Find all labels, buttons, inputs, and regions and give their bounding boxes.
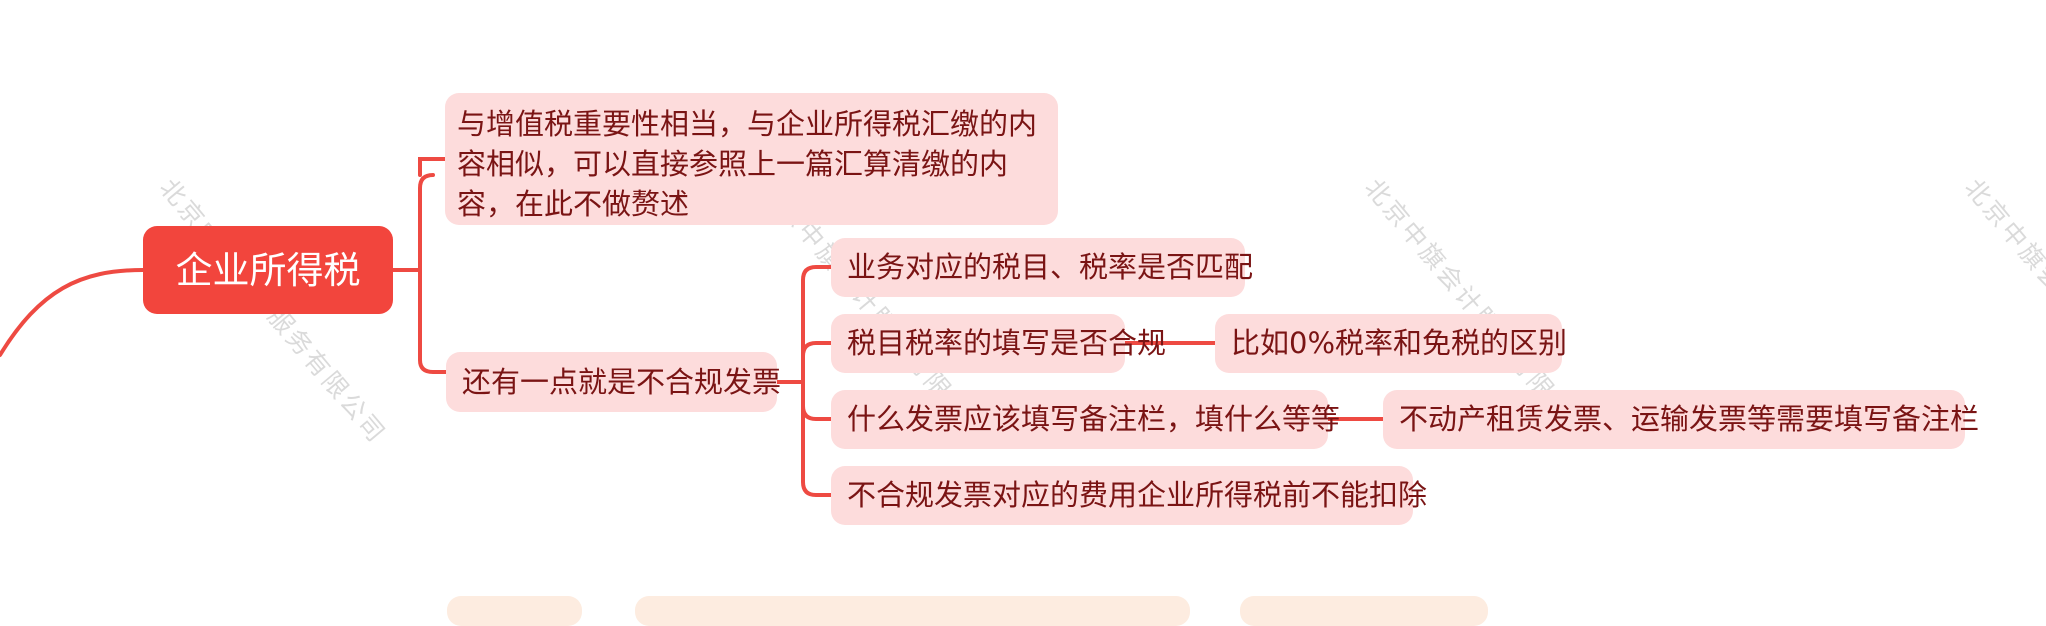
branch-node-summary[interactable]: 与增值税重要性相当，与企业所得税汇缴的内容相似，可以直接参照上一篇汇算清缴的内容… (445, 93, 1058, 225)
child-label: 什么发票应该填写备注栏，填什么等等 (847, 402, 1341, 436)
child-node-tax-item-match[interactable]: 业务对应的税目、税率是否匹配 (831, 238, 1253, 297)
root-incoming-connector (0, 268, 145, 357)
child-node-non-deductible[interactable]: 不合规发票对应的费用企业所得税前不能扣除 (831, 466, 1427, 525)
mindmap-canvas: 北京中旗会计服务有限公司 北京中旗会计服务有限公司 北京中旗会计服务有限公司 北… (0, 93, 2046, 626)
root-label: 企业所得税 (175, 248, 361, 292)
grandchild-node-remarks-examples[interactable]: 不动产租赁发票、运输发票等需要填写备注栏 (1383, 390, 1979, 449)
next-section-node[interactable] (635, 596, 1190, 626)
next-section-node[interactable] (447, 596, 582, 626)
child-label: 不合规发票对应的费用企业所得税前不能扣除 (847, 478, 1428, 512)
branch-label: 与增值税重要性相当，与企业所得税汇缴的内容相似，可以直接参照上一篇汇算清缴的内容… (457, 107, 1038, 221)
grandchild-label: 不动产租赁发票、运输发票等需要填写备注栏 (1399, 402, 1980, 436)
branch-node-noncompliant-invoices[interactable]: 还有一点就是不合规发票 (446, 352, 781, 412)
child-label: 业务对应的税目、税率是否匹配 (847, 250, 1254, 284)
grandchild-label: 比如0%税率和免税的区别 (1231, 326, 1568, 360)
child-node-remarks-column[interactable]: 什么发票应该填写备注栏，填什么等等 (831, 390, 1340, 449)
child-label: 税目税率的填写是否合规 (847, 326, 1167, 360)
root-node[interactable]: 企业所得税 (143, 226, 393, 314)
child-node-tax-rate-filling[interactable]: 税目税率的填写是否合规 (831, 314, 1166, 373)
branch-label: 还有一点就是不合规发票 (462, 364, 782, 399)
grandchild-node-zero-rate-vs-exempt[interactable]: 比如0%税率和免税的区别 (1215, 314, 1567, 373)
next-section-node[interactable] (1240, 596, 1488, 626)
connector-lines (0, 157, 1385, 497)
